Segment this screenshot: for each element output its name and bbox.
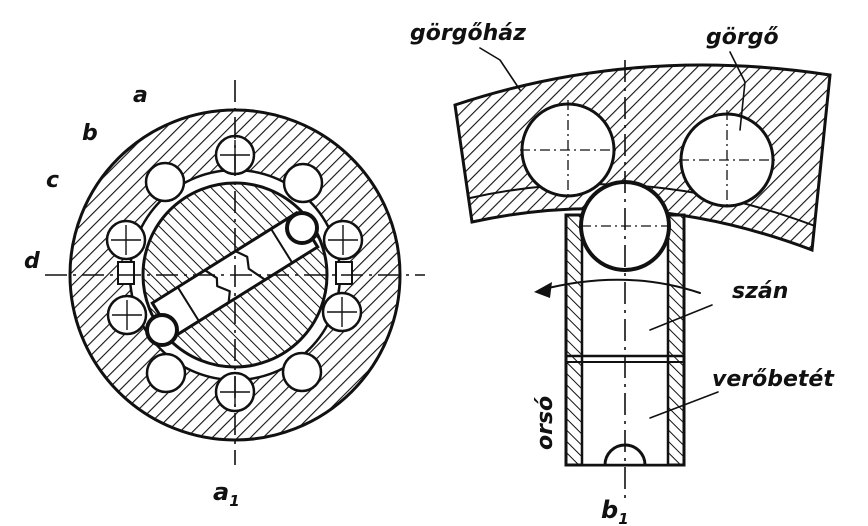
label-orso: orsó (533, 396, 558, 450)
label-b: b (82, 121, 98, 146)
label-verobetet: verőbetét (712, 367, 835, 392)
cross-section-view (45, 80, 425, 465)
label-c: c (46, 168, 59, 193)
label-a: a (133, 83, 148, 108)
contact-roller (285, 211, 319, 245)
label-a1: a1 (213, 478, 240, 510)
label-b1: b1 (601, 496, 629, 526)
label-szan: szán (732, 279, 788, 304)
side-section-view (453, 47, 832, 500)
rotation-arrow (539, 278, 701, 294)
label-gorgohaz: görgőház (410, 21, 526, 46)
notches (117, 261, 353, 285)
label-d: d (24, 249, 40, 274)
label-gorgo: görgő (706, 25, 779, 50)
contact-roller (145, 313, 179, 347)
